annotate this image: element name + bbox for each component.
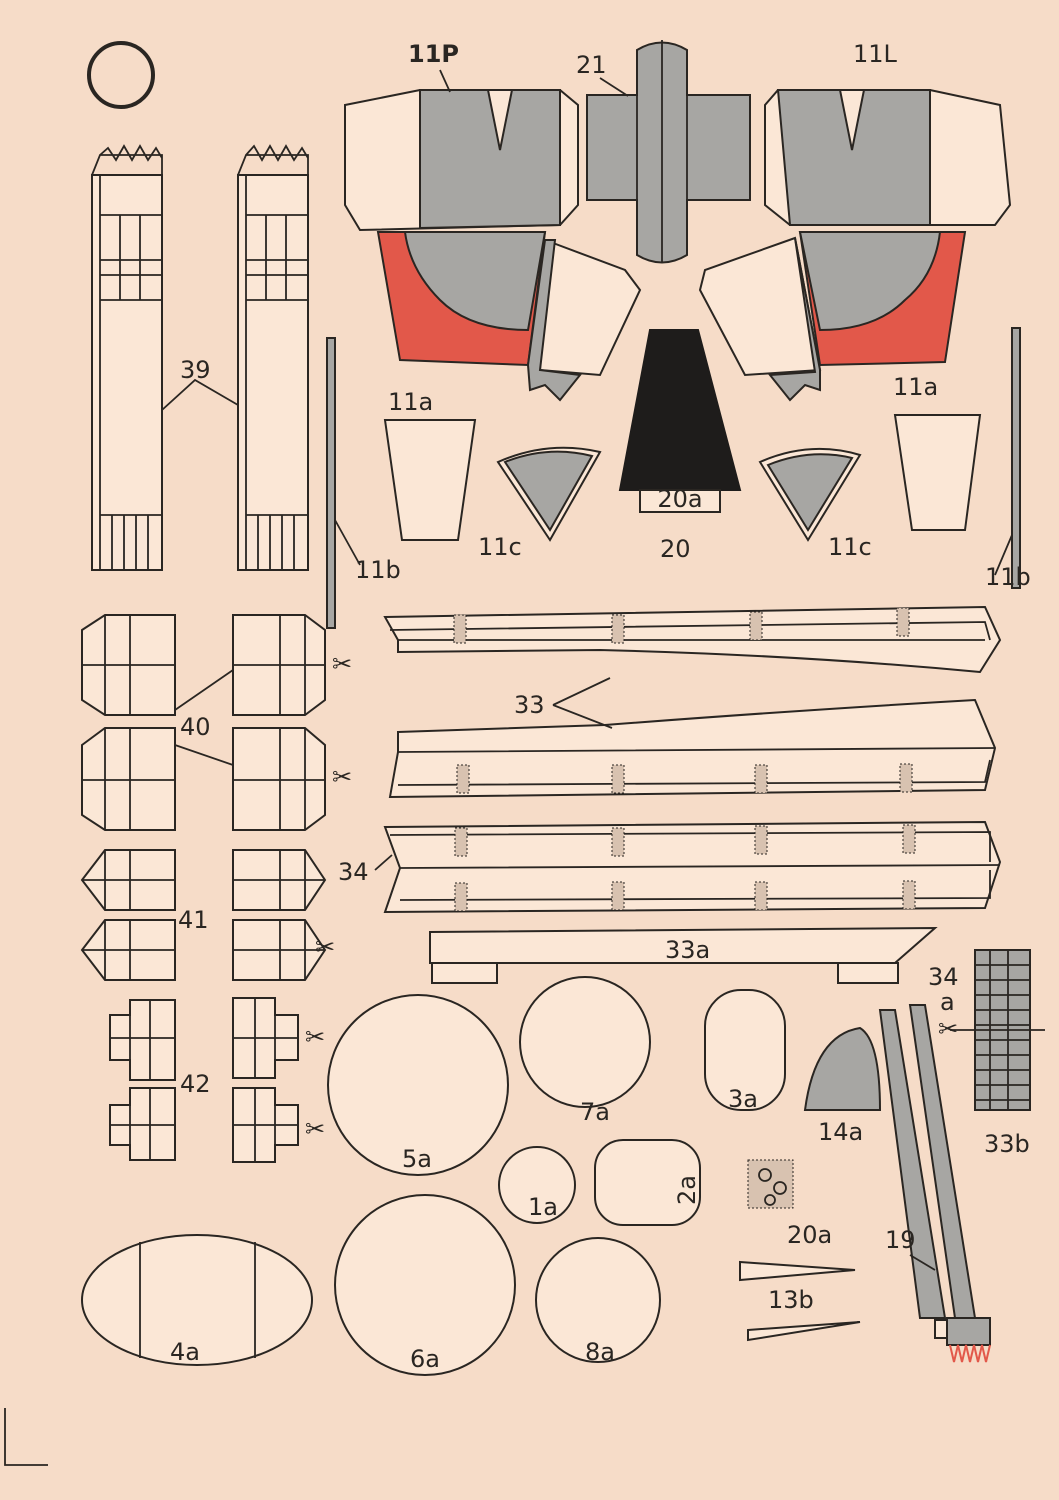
svg-text:11b: 11b: [985, 563, 1031, 591]
part-11a: 11a 11a: [383, 373, 982, 541]
svg-text:✂: ✂: [332, 650, 352, 678]
svg-text:a: a: [940, 988, 955, 1016]
svg-text:✂: ✂: [315, 933, 335, 961]
svg-text:✂: ✂: [305, 1115, 325, 1143]
svg-text:40: 40: [180, 713, 211, 741]
svg-text:21: 21: [576, 51, 607, 79]
svg-text:20: 20: [660, 535, 691, 563]
svg-text:11a: 11a: [388, 388, 433, 416]
svg-text:11b: 11b: [355, 556, 401, 584]
part-20a: 20a: [747, 1159, 832, 1249]
part-40: 40: [81, 614, 326, 831]
svg-text:33b: 33b: [984, 1130, 1030, 1158]
svg-text:42: 42: [180, 1070, 211, 1098]
part-20: 20a 20: [618, 329, 742, 563]
svg-text:11L: 11L: [853, 40, 898, 68]
part-39: 39: [91, 144, 309, 571]
svg-text:34: 34: [928, 963, 959, 991]
svg-text:11a: 11a: [893, 373, 938, 401]
part-34: 34: [338, 820, 1002, 914]
svg-text:✂: ✂: [305, 1023, 325, 1051]
part-19: 19: [878, 1004, 991, 1363]
part-11L: 11L: [698, 40, 1012, 402]
part-11b: 11b 11b: [326, 327, 1031, 629]
svg-text:34: 34: [338, 858, 369, 886]
svg-text:2a: 2a: [673, 1175, 701, 1205]
scissors-icon: ✂ ✂ ✂ ✂ ✂ ✂: [305, 650, 958, 1143]
svg-text:14a: 14a: [818, 1118, 863, 1146]
svg-text:33a: 33a: [665, 936, 710, 964]
svg-text:39: 39: [180, 356, 211, 384]
svg-text:5a: 5a: [402, 1145, 432, 1173]
svg-text:11c: 11c: [478, 533, 522, 561]
svg-text:✂: ✂: [938, 1015, 958, 1043]
corner-mark: [4, 1408, 48, 1466]
svg-text:3a: 3a: [728, 1085, 758, 1113]
svg-text:✂: ✂: [332, 763, 352, 791]
svg-text:41: 41: [178, 906, 209, 934]
svg-text:11c: 11c: [828, 533, 872, 561]
svg-text:6a: 6a: [410, 1345, 440, 1373]
svg-text:13b: 13b: [768, 1286, 814, 1314]
svg-text:20a: 20a: [787, 1221, 832, 1249]
part-33b: 33b 34 a: [928, 949, 1045, 1158]
svg-text:7a: 7a: [580, 1098, 610, 1126]
part-41: 41: [80, 849, 327, 981]
svg-text:20a: 20a: [657, 485, 702, 513]
svg-text:19: 19: [885, 1226, 916, 1254]
part-21: 21: [576, 40, 751, 264]
part-33: 33: [383, 605, 1002, 799]
sheet-number: [87, 41, 155, 109]
svg-text:8a: 8a: [585, 1338, 615, 1366]
svg-text:33: 33: [514, 691, 545, 719]
part-11c: 11c 11c: [478, 446, 872, 561]
svg-text:1a: 1a: [528, 1193, 558, 1221]
part-13b: 13b: [739, 1260, 861, 1342]
part-11P: 11P: [344, 40, 642, 402]
tab-markers: [453, 607, 916, 912]
part-42: 42: [109, 997, 299, 1163]
svg-text:4a: 4a: [170, 1338, 200, 1366]
part-33a: 33a: [429, 926, 938, 984]
svg-text:11P: 11P: [408, 40, 459, 68]
circular-parts: 5a 7a 3a 14a 1a 2a 4a 6a 8a: [81, 976, 882, 1376]
